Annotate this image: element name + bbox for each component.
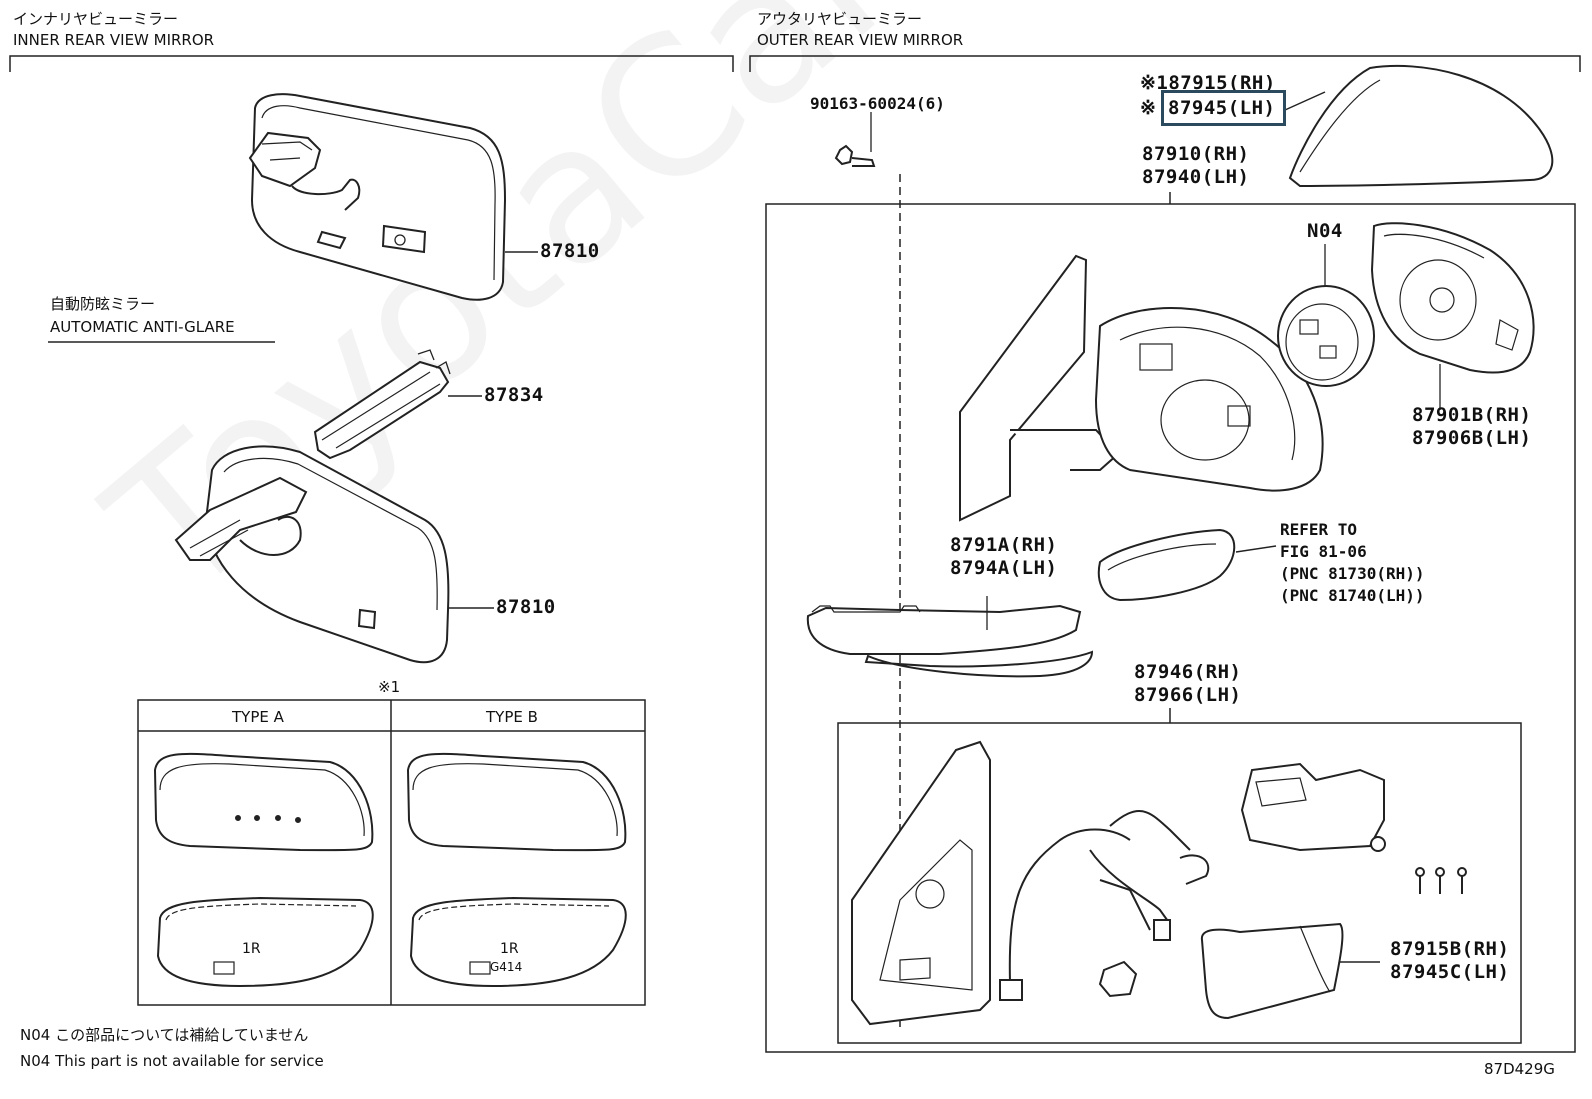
type-b-1r-mark: 1R	[500, 941, 519, 957]
part-8794a-lh[interactable]: 8794A(LH)	[950, 557, 1058, 579]
part-cover-87945c-lh[interactable]: 87945C(LH)	[1390, 961, 1510, 983]
part-assy-87940-lh[interactable]: 87940(LH)	[1142, 166, 1250, 188]
outer-section-bracket	[749, 55, 1581, 72]
part-base-87946-rh[interactable]: 87946(RH)	[1134, 661, 1242, 683]
mirror-glass-drawing	[1370, 222, 1535, 410]
part-87810-bottom[interactable]: 87810	[496, 596, 556, 618]
wire-harness-drawing	[999, 809, 1210, 1001]
lower-cover-drawing	[806, 596, 1094, 678]
refer-line-3: (PNC 81730(RH))	[1280, 564, 1425, 583]
outer-title-jp: アウタリヤビューミラー	[757, 10, 923, 28]
part-glass-87901b-rh[interactable]: 87901B(RH)	[1412, 404, 1532, 426]
mirror-base-drawing	[851, 740, 991, 1026]
base-assy-frame	[837, 722, 1522, 1044]
type-table	[137, 699, 646, 1006]
inner-mirror-87810-a	[248, 93, 538, 301]
auto-anti-glare-jp: 自動防眩ミラー	[50, 295, 156, 313]
fold-motor-drawing	[1240, 762, 1467, 894]
part-n04-motor[interactable]: N04	[1307, 220, 1343, 242]
inner-mirror-87810-b	[174, 445, 494, 664]
auto-anti-glare-en: AUTOMATIC ANTI-GLARE	[50, 318, 235, 336]
type-b-glass	[406, 752, 627, 988]
part-87834[interactable]: 87834	[484, 384, 544, 406]
note-jp: N04 この部品については補給していません	[20, 1026, 309, 1044]
type-b-header: TYPE B	[486, 708, 538, 726]
inner-title-en: INNER REAR VIEW MIRROR	[13, 31, 215, 49]
base-cover-drawing	[1200, 922, 1380, 1020]
part-bolt-90163[interactable]: 90163-60024(6)	[810, 94, 945, 113]
mirror-housing-drawing	[959, 254, 1324, 522]
inner-section-bracket	[9, 55, 734, 72]
mirror-cover-drawing	[1284, 65, 1554, 188]
type-a-glass	[153, 752, 374, 988]
part-87810-top[interactable]: 87810	[540, 240, 600, 262]
refer-line-2[interactable]: FIG 81-06	[1280, 542, 1367, 561]
refer-line-1: REFER TO	[1280, 520, 1358, 539]
diagram-code: 87D429G	[1484, 1060, 1555, 1078]
part-cover-87915b-rh[interactable]: 87915B(RH)	[1390, 938, 1510, 960]
type-a-header: TYPE A	[232, 708, 284, 726]
bolt-drawing	[834, 112, 901, 1028]
type-b-g414-mark: G414	[490, 960, 523, 974]
type-note-mark: ※1	[378, 678, 401, 696]
refer-line-4: (PNC 81740(LH))	[1280, 586, 1425, 605]
outer-title-en: OUTER REAR VIEW MIRROR	[757, 31, 964, 49]
part-base-87966-lh[interactable]: 87966(LH)	[1134, 684, 1242, 706]
highlight-box	[1161, 90, 1286, 126]
type-a-1r-mark: 1R	[242, 941, 261, 957]
part-glass-87906b-lh[interactable]: 87906B(LH)	[1412, 427, 1532, 449]
note-en: N04 This part is not available for servi…	[20, 1052, 324, 1070]
bracket-87834	[313, 349, 482, 460]
part-cover-87915-rh[interactable]: ※187915(RH)	[1140, 72, 1276, 94]
part-cover-87945-lh[interactable]: 87945(LH)	[1168, 97, 1276, 119]
cover-lh-mark: ※	[1140, 97, 1157, 119]
turn-signal-drawing	[1097, 528, 1277, 602]
inner-title-jp: インナリヤビューミラー	[13, 10, 179, 28]
motor-n04-drawing	[1277, 244, 1375, 387]
part-assy-87910-rh[interactable]: 87910(RH)	[1142, 143, 1250, 165]
part-8791a-rh[interactable]: 8791A(RH)	[950, 534, 1058, 556]
